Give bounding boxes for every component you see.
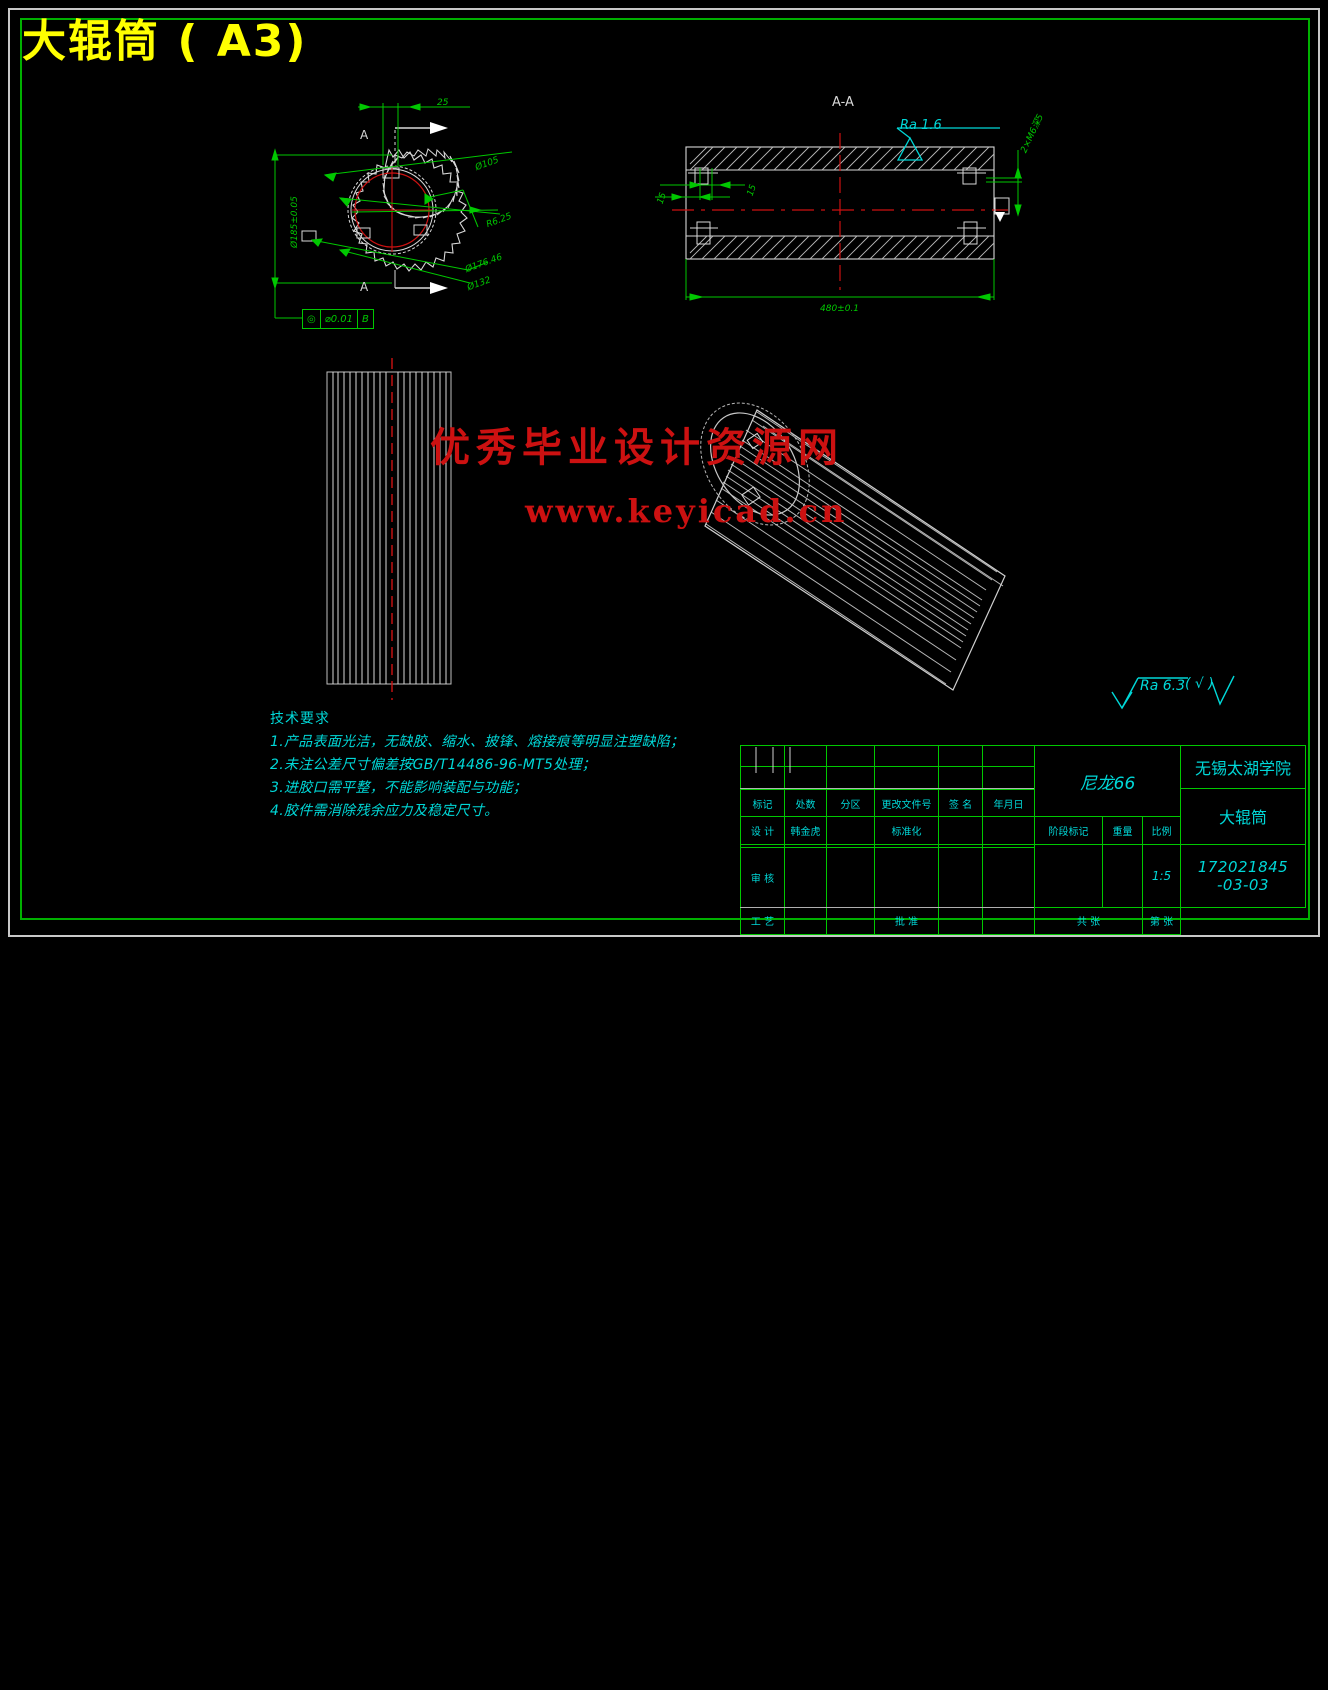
gtol-value: ⌀0.01 [321, 310, 359, 328]
tb-rev-r2c5 [938, 766, 983, 789]
surface-finish-general-text: Ra 6.3 [1140, 678, 1186, 694]
tb-head-qty: 处数 [784, 789, 827, 818]
tb-rev-r1c1 [740, 744, 785, 768]
tb-scale-value: 1:5 [1141, 843, 1182, 908]
tb-part-name: 大辊筒 [1180, 787, 1307, 845]
tb-row4-std: 批 准 [874, 906, 939, 936]
tb-row4-mid [826, 906, 875, 936]
tb-row1-name: 韩金虎 [784, 816, 827, 845]
tech-req-item-4: 4.胶件需消除残余应力及稳定尺寸。 [270, 803, 499, 819]
dim-overall-length: 480±0.1 [820, 304, 860, 314]
tb-rev-r1c6 [982, 744, 1035, 768]
tb-head-zone: 分区 [826, 789, 875, 818]
section-view-label: A-A [832, 95, 854, 110]
tb-rev-r1c2 [784, 744, 827, 768]
geometric-tolerance-frame: ◎ ⌀0.01 B [302, 309, 374, 329]
tb-weight-value [1102, 843, 1143, 908]
tb-rev-r2c6 [982, 766, 1035, 789]
tb-rev-r2c1 [740, 766, 785, 789]
tb-stage-mark-label: 阶段标记 [1034, 816, 1103, 845]
tech-req-item-1: 1.产品表面光洁，无缺胶、缩水、披锋、熔接痕等明显注塑缺陷； [270, 734, 685, 750]
tb-row1-label: 设 计 [740, 816, 785, 845]
surface-finish-general-suffix: ( √ ) [1185, 676, 1214, 692]
tb-rev-r1c5 [938, 744, 983, 768]
tb-weight-label: 重量 [1102, 816, 1143, 845]
tb-scale-label: 比例 [1141, 816, 1182, 845]
tb-rev-r1c3 [826, 744, 875, 768]
tb-row3-std [874, 847, 939, 908]
tb-row3-name [784, 847, 827, 908]
tb-row1-c6 [982, 816, 1035, 845]
tb-rev-r1c4 [874, 744, 939, 768]
gtol-datum: B [362, 313, 369, 325]
sheet-title: 大辊筒 ( A3) [22, 16, 308, 67]
section-label-a-bottom: A [360, 280, 369, 294]
tb-row3-c6 [982, 847, 1035, 908]
tb-rev-r2c4 [874, 766, 939, 789]
tb-stage-mark-cells [755, 747, 1103, 908]
tb-sheet-total: 共 张 [1034, 906, 1143, 936]
drawing-frame [20, 18, 1310, 920]
tb-material: 尼龙66 [1033, 744, 1182, 818]
tb-head-date: 年月日 [982, 789, 1035, 818]
tb-rev-r2c2 [784, 766, 827, 789]
tb-head-mark: 标记 [740, 789, 785, 818]
technical-requirements: 技术要求 1.产品表面光洁，无缺胶、缩水、披锋、熔接痕等明显注塑缺陷； 2.未注… [270, 708, 684, 823]
tb-rev-r2c3 [826, 766, 875, 789]
section-label-a-top: A [360, 128, 369, 142]
dim-top-25: 25 [437, 98, 449, 108]
dim-outer-diameter: Ø185±0.05 [290, 196, 300, 248]
tb-drawing-number: 172021845 -03-03 [1180, 843, 1307, 908]
tb-row1-std: 标准化 [874, 816, 939, 845]
tb-head-sign: 签 名 [938, 789, 983, 818]
gtol-symbol-concentricity: ◎ [303, 310, 321, 328]
tb-row4-c5 [938, 906, 983, 936]
tb-row4-label: 工 艺 [740, 906, 785, 936]
tb-row3-label: 审 核 [740, 847, 785, 908]
tb-row1-c5 [938, 816, 983, 845]
tech-req-item-3: 3.进胶口需平整，不能影响装配与功能； [270, 780, 528, 796]
cad-drawing-canvas: 大辊筒 ( A3) 优秀毕业设计资源网 www.keyicad.cn A A A… [8, 8, 1320, 937]
paper-border [8, 8, 1320, 937]
tb-row3-c5 [938, 847, 983, 908]
tb-institution: 无锡太湖学院 [1180, 745, 1307, 789]
tb-row1-mid [826, 816, 875, 845]
tech-req-heading: 技术要求 [270, 711, 330, 727]
section-ra-value: Ra 1.6 [900, 118, 942, 133]
tb-sheet-no: 第 张 [1141, 906, 1182, 936]
tb-row3-mid [826, 847, 875, 908]
tb-row4-name [784, 906, 827, 936]
title-block: 尼龙66 无锡太湖学院 大辊筒 标记 [740, 744, 1307, 936]
tb-row4-c6 [982, 906, 1035, 936]
tech-req-item-2: 2.未注公差尺寸偏差按GB/T14486-96-MT5处理； [270, 757, 597, 773]
tb-head-docno: 更改文件号 [874, 789, 939, 818]
